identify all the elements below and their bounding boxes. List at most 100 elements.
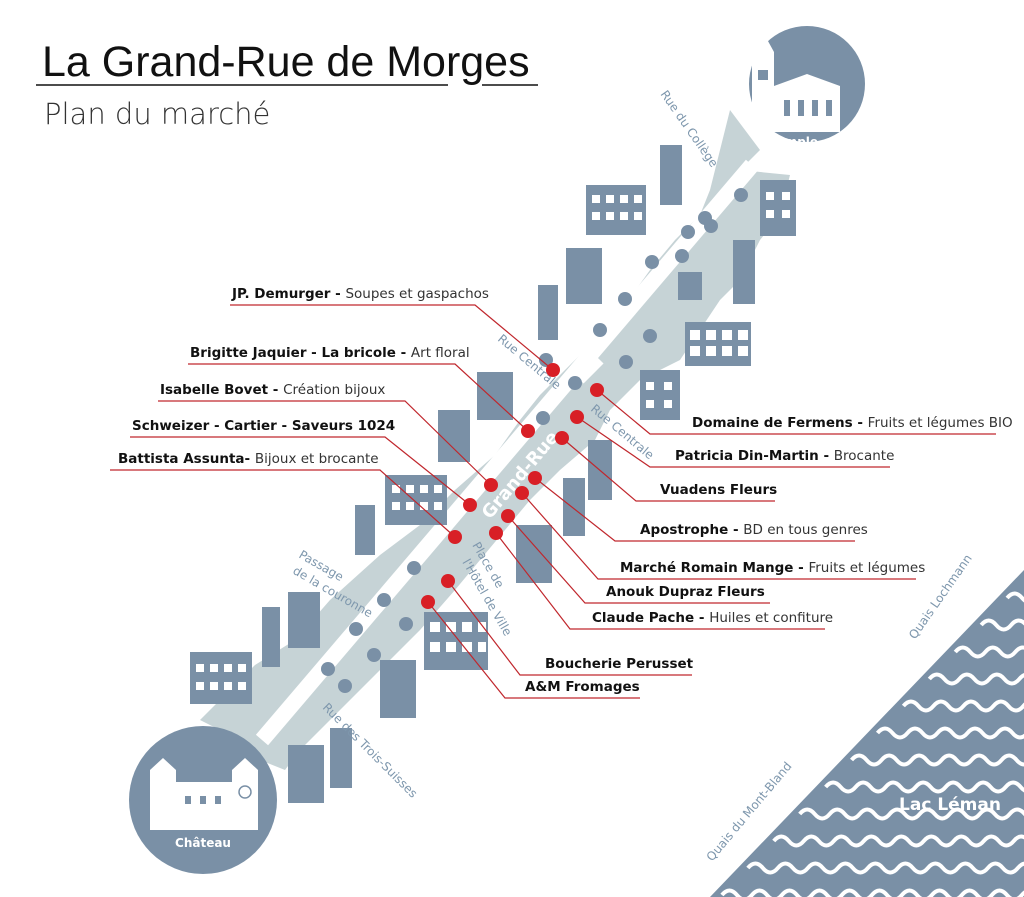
stall-label: Domaine de Fermens - Fruits et légumes B…: [692, 415, 1013, 431]
building-23: [288, 745, 324, 803]
leader-line: [427, 601, 640, 699]
wave-line: [901, 699, 1024, 713]
empty-stall-dot: [407, 561, 421, 575]
stall-name: Schweizer - Cartier - Saveurs 1024: [132, 418, 395, 434]
stall-desc: Huiles et confiture: [709, 610, 833, 626]
leader-line: [507, 515, 770, 604]
building-15: [685, 322, 751, 366]
building-18: [563, 478, 585, 536]
empty-stall-dot: [377, 593, 391, 607]
stall-name: Anouk Dupraz Fleurs: [606, 584, 765, 600]
building-11: [190, 652, 252, 704]
street-area: [200, 110, 790, 770]
stall-dot[interactable]: [441, 574, 455, 588]
leader-line: [188, 363, 529, 432]
stall-dot[interactable]: [515, 486, 529, 500]
stall-dot[interactable]: [484, 478, 498, 492]
wave-line: [824, 780, 1024, 794]
stall-name: Claude Pache: [592, 610, 694, 626]
empty-stall-dot: [681, 225, 695, 239]
stall-name: JP. Demurger: [231, 286, 331, 302]
wave-line: [953, 645, 1024, 659]
stall-dot[interactable]: [528, 471, 542, 485]
building-21: [380, 660, 416, 718]
stall-dot[interactable]: [546, 363, 560, 377]
empty-stall-dot: [618, 292, 632, 306]
stall-name: Marché Romain Mange: [620, 560, 793, 576]
leader-line: [230, 304, 554, 371]
stall-labels-left: JP. Demurger - Soupes et gaspachosBrigit…: [118, 286, 489, 467]
building-windows: [196, 192, 790, 690]
stall-dot[interactable]: [448, 530, 462, 544]
map-title: La Grand-Rue de Morges: [42, 38, 530, 86]
stall-label: Patricia Din-Martin - Brocante: [675, 448, 894, 464]
stall-dot[interactable]: [501, 509, 515, 523]
empty-stall-dot: [367, 648, 381, 662]
empty-stall-dot: [349, 622, 363, 636]
temple-landmark: Temple: [749, 26, 865, 149]
stall-label: Isabelle Bovet - Création bijoux: [160, 382, 385, 398]
leader-line: [110, 469, 456, 538]
building-9: [288, 592, 320, 648]
stall-separator: -: [853, 415, 868, 431]
stall-separator: -: [819, 448, 834, 464]
building-10: [262, 607, 280, 667]
empty-stall-dot: [539, 353, 553, 367]
empty-stall-dot: [698, 211, 712, 225]
leader-line: [521, 492, 916, 580]
stall-separator: -: [396, 345, 411, 361]
wave-line: [1005, 591, 1024, 603]
stall-separator: -: [245, 451, 255, 467]
stall-name: Vuadens Fleurs: [660, 482, 777, 498]
wave-line: [746, 861, 1024, 875]
stall-dot[interactable]: [463, 498, 477, 512]
building-19: [516, 525, 552, 583]
stall-desc: Soupes et gaspachos: [345, 286, 488, 302]
empty-stall-dot: [643, 329, 657, 343]
building-8: [355, 505, 375, 555]
stall-desc: Fruits et légumes BIO: [868, 415, 1013, 431]
leader-line: [534, 477, 855, 542]
leader-line: [561, 437, 775, 502]
buildings: [190, 145, 796, 803]
wave-line: [927, 672, 1024, 686]
empty-stall-dot: [568, 376, 582, 390]
wave-line: [875, 726, 1024, 740]
building-16: [640, 370, 680, 420]
stall-label: Claude Pache - Huiles et confiture: [592, 610, 833, 626]
leader-line: [576, 416, 890, 468]
stall-separator: -: [728, 522, 743, 538]
stall-dot[interactable]: [555, 431, 569, 445]
map-header: La Grand-Rue de Morges Plan du marché: [36, 38, 538, 131]
stall-label: Brigitte Jaquier - La bricole - Art flor…: [190, 345, 470, 361]
street-block: [200, 110, 790, 770]
stall-label: Anouk Dupraz Fleurs: [606, 584, 765, 600]
temple-label: Temple: [770, 135, 818, 149]
stall-dot[interactable]: [590, 383, 604, 397]
empty-stall-dot: [675, 249, 689, 263]
stall-name: Domaine de Fermens: [692, 415, 853, 431]
lake-label: Lac Léman: [899, 795, 1001, 815]
empty-stall-dot: [338, 679, 352, 693]
stall-dot[interactable]: [521, 424, 535, 438]
stall-dot[interactable]: [421, 595, 435, 609]
stall-dot[interactable]: [570, 410, 584, 424]
stall-name: Brigitte Jaquier - La bricole: [190, 345, 396, 361]
chateau-label: Château: [175, 836, 231, 850]
stall-separator: -: [694, 610, 709, 626]
stall-labels-right: Domaine de Fermens - Fruits et légumes B…: [525, 415, 1013, 695]
stall-desc: Fruits et légumes: [808, 560, 925, 576]
building-13: [733, 240, 755, 304]
castle-icon: [150, 758, 258, 830]
stall-dot[interactable]: [489, 526, 503, 540]
stall-label: Schweizer - Cartier - Saveurs 1024: [132, 418, 395, 434]
wave-line: [720, 888, 1024, 897]
wave-line: [850, 753, 1024, 767]
stall-label: Battista Assunta- Bijoux et brocante: [118, 451, 379, 467]
stall-desc: Création bijoux: [283, 382, 385, 398]
empty-stall-dot: [399, 617, 413, 631]
stall-label: Boucherie Perusset: [545, 656, 694, 672]
wave-line: [772, 834, 1024, 848]
building-14: [678, 272, 702, 300]
